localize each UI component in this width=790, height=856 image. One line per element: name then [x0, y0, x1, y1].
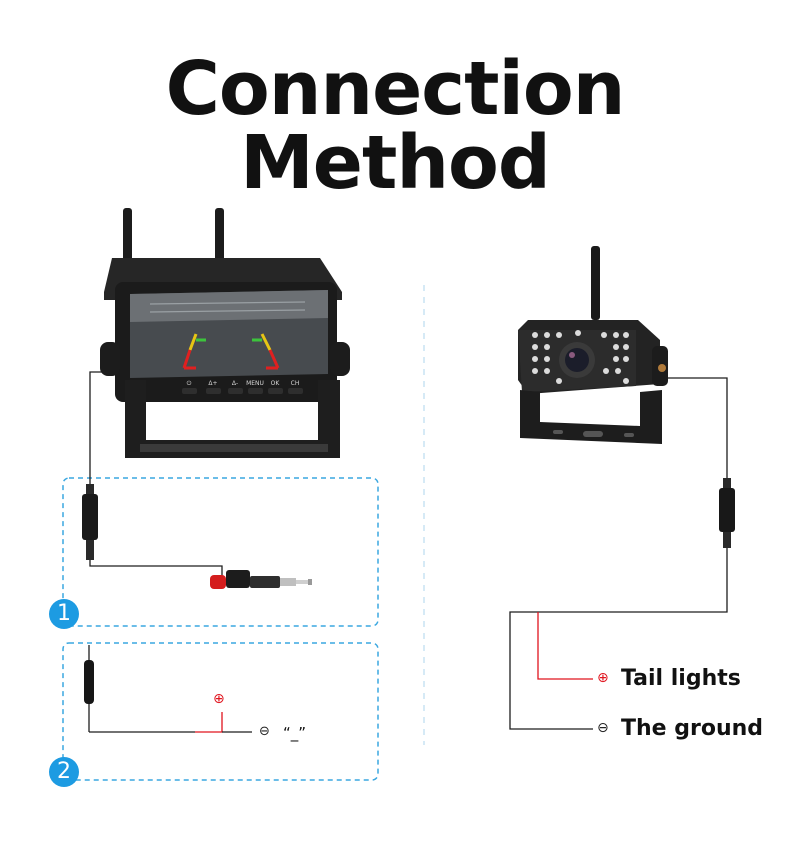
negative-terminal-label: “_”	[283, 724, 307, 742]
camera-lens-glint	[569, 352, 575, 358]
monitor-button-vol-up: Δ+	[208, 380, 217, 387]
camera-ir-leds	[532, 330, 629, 384]
tail-lights-label: Tail lights	[621, 666, 741, 691]
monitor-button-vol-down: Δ-	[232, 380, 238, 387]
camera-antenna	[591, 246, 600, 320]
ground-negative-icon: ⊖	[597, 720, 609, 736]
option-2-box	[62, 642, 379, 781]
monitor-antenna-left	[123, 208, 132, 264]
monitor-knob-right	[330, 342, 350, 376]
monitor-stand-base	[140, 444, 328, 452]
camera-wiring	[509, 377, 728, 730]
page-title: Connection Method	[165, 46, 626, 206]
step-2-badge: 2	[49, 757, 79, 787]
monitor-button-power: ⏻	[187, 380, 192, 387]
camera-illustration	[518, 246, 668, 444]
camera-inline-connector	[719, 478, 735, 548]
option-1-box	[62, 477, 379, 627]
inline-fuse-1	[82, 484, 98, 560]
tail-lights-positive-icon: ⊕	[597, 670, 609, 686]
monitor-screen-lines	[149, 301, 306, 313]
monitor-knob-left	[100, 342, 120, 376]
monitor-screen-sky	[130, 290, 328, 322]
monitor-button-ok: OK	[271, 380, 281, 387]
cigarette-plug-icon	[210, 570, 312, 589]
monitor-button-ch: CH	[291, 380, 300, 387]
monitor-guide-lines	[182, 333, 280, 370]
camera-bracket-holes	[553, 430, 634, 437]
monitor-antenna-right	[215, 208, 224, 264]
monitor-button-row	[182, 388, 303, 394]
inline-fuse-2	[84, 645, 94, 732]
negative-terminal-icon: ⊖	[259, 724, 270, 739]
positive-terminal-icon: ⊕	[213, 691, 225, 707]
monitor-button-menu: MENU	[246, 380, 264, 387]
camera-lens	[565, 348, 589, 372]
ground-label: The ground	[621, 716, 764, 741]
monitor-power-wire	[89, 371, 223, 576]
monitor-illustration: ⏻ Δ+ Δ- MENU OK CH	[100, 208, 350, 458]
hardwire-wires	[89, 712, 252, 733]
step-1-badge: 1	[49, 599, 79, 629]
